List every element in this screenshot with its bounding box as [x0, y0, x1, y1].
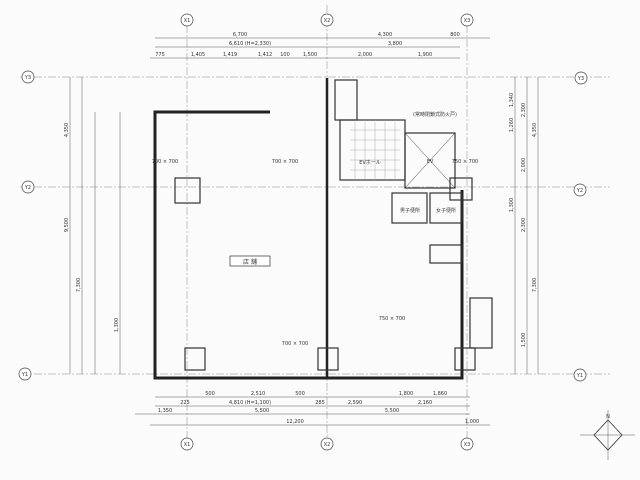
- dimension-label: 225: [180, 400, 190, 406]
- axis-label: Y1: [21, 372, 28, 378]
- dimension-label: 9,500: [64, 218, 70, 232]
- dimension-label: 2,160: [418, 400, 432, 406]
- dimension-label: 500: [205, 391, 215, 397]
- axis-label: X3: [464, 442, 471, 448]
- dimension-label: 1,500: [521, 333, 527, 347]
- dimension-label: 12,200: [286, 419, 304, 425]
- axis-bubble-y1-left: [18, 367, 32, 381]
- dimension-label: 1,412: [258, 52, 272, 58]
- dimension-label: 2,000: [521, 158, 527, 172]
- column-size-label: 700 × 700: [152, 159, 178, 165]
- column: [449, 177, 473, 201]
- dimension-label: 1,350: [158, 408, 172, 414]
- dimension-label: 7,300: [532, 278, 538, 292]
- axis-label: Y2: [24, 185, 31, 191]
- axis-bubble-y3-left: [21, 70, 35, 84]
- dimension-label: 285: [315, 400, 325, 406]
- dimension-label: 100: [280, 52, 290, 58]
- axis-bubble-x3-top: [460, 13, 474, 27]
- dimension-label: 2,300: [521, 103, 527, 117]
- column: [454, 347, 476, 371]
- room-label-hall: EVホール: [359, 160, 381, 166]
- axis-label: Y1: [576, 373, 583, 379]
- axis-bubble-y3-right: [574, 71, 588, 85]
- column-size-label: 700 × 700: [282, 341, 308, 347]
- dimension-label: 1,800: [399, 391, 413, 397]
- interior-walls: [174, 79, 493, 371]
- column-size-label: 700 × 700: [272, 159, 298, 165]
- column: [317, 347, 339, 371]
- axis-label: X3: [464, 18, 471, 24]
- axis-label: X1: [184, 18, 191, 24]
- dimension-label: 1,300: [509, 198, 515, 212]
- axis-label: X1: [184, 442, 191, 448]
- axis-bubble-x1-top: [180, 13, 194, 27]
- dimension-label: 1,860: [433, 391, 447, 397]
- dimension-label: 1,419: [223, 52, 237, 58]
- column: [184, 347, 206, 371]
- axis-bubble-x2-bottom: [320, 437, 334, 451]
- axis-bubble-x1-bottom: [180, 437, 194, 451]
- axis-label: X2: [324, 442, 331, 448]
- dimension-label: 2,510: [251, 391, 265, 397]
- column-size-label: 750 × 700: [379, 316, 405, 322]
- dimension-label: 4,300: [378, 32, 392, 38]
- dimension-label: 1,340: [509, 93, 515, 107]
- room-label-elevator: EV: [427, 159, 434, 165]
- dimension-label: 3,800: [388, 41, 402, 47]
- dimension-label: 1,000: [465, 419, 479, 425]
- axis-bubble-y1-right: [573, 368, 587, 382]
- room-label-note: (常時閉鎖式防火戸): [413, 111, 457, 118]
- axis-label: Y3: [24, 75, 31, 81]
- dimension-label: 500: [295, 391, 305, 397]
- column-size-label: 750 × 700: [452, 159, 478, 165]
- room-label-toilet-m: 男子便所: [400, 207, 420, 214]
- dimension-label: 4,810 (H=1,100): [229, 400, 271, 406]
- exterior-walls: [153, 78, 464, 380]
- dimension-label: 5,500: [255, 408, 269, 414]
- axis-bubble-y2-right: [573, 183, 587, 197]
- floor-tiles: [350, 122, 400, 180]
- north-label: N: [606, 414, 610, 420]
- dimension-lines: [69, 37, 539, 426]
- dimension-label: 1,900: [418, 52, 432, 58]
- dimension-label: 1,260: [509, 118, 515, 132]
- room-label-toilet-f: 女子便所: [436, 207, 456, 214]
- axis-label: Y3: [577, 76, 584, 82]
- dimension-label: 2,590: [348, 400, 362, 406]
- dimension-label: 2,000: [358, 52, 372, 58]
- north-arrow-icon: N: [580, 410, 635, 460]
- dimension-label: 7,300: [76, 278, 82, 292]
- dimension-label: 6,700: [233, 32, 247, 38]
- dimension-label: 800: [450, 32, 460, 38]
- dimension-label: 2,300: [521, 218, 527, 232]
- axis-label: Y2: [576, 188, 583, 194]
- dimension-label: 6,610 (H=2,330): [229, 41, 271, 47]
- elevator-shaft: [404, 132, 456, 189]
- dimension-label: 1,300: [114, 318, 120, 332]
- dimension-label: 4,350: [64, 123, 70, 137]
- dimension-label: 4,350: [532, 123, 538, 137]
- axis-bubble-x3-bottom: [460, 437, 474, 451]
- dimension-label: 1,405: [191, 52, 205, 58]
- axis-bubble-x2-top: [320, 13, 334, 27]
- room-label-main: 店 舗: [243, 258, 257, 266]
- axis-label: X2: [324, 18, 331, 24]
- dimension-label: 1,500: [303, 52, 317, 58]
- axis-bubble-y2-left: [21, 180, 35, 194]
- dimension-label: 5,500: [385, 408, 399, 414]
- dimension-label: 775: [155, 52, 165, 58]
- column: [174, 177, 201, 204]
